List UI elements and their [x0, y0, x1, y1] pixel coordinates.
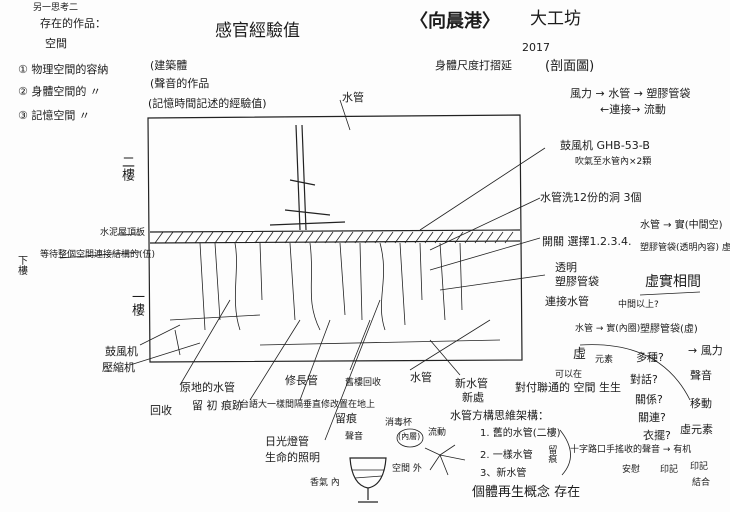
question-2: 對話? — [630, 373, 658, 386]
compressor-1: 鼓風机 — [105, 345, 138, 358]
roof-hatch — [154, 231, 514, 244]
void-arrow — [579, 344, 691, 401]
holes-label: 水管洗12份的洞 3個 — [540, 191, 642, 204]
glass-icon — [349, 457, 387, 503]
structure-item-1: 1. 舊的水管(二樓) — [480, 428, 561, 439]
element-1: 元素 — [595, 355, 614, 365]
dialog-space: 對付聯通的 空間 生生 — [515, 381, 621, 394]
switch-label: 開關 選擇1.2.3.4. — [542, 235, 632, 248]
question-3: 關係? — [635, 393, 663, 406]
lamp-life: 生命的照明 — [265, 451, 320, 464]
connect-pipe: 連接水管 — [545, 295, 589, 308]
crossroad: 十字路口手搖收的聲音 → 有机 — [570, 445, 692, 455]
structure-title: 水管方構思維架構： — [450, 409, 549, 422]
floor-2-label: 二樓 — [118, 155, 134, 181]
question-4: 關連? — [638, 411, 666, 424]
roof-slab — [149, 229, 521, 244]
clear-bag-1: 透明 — [555, 261, 577, 274]
structure-mark: 留痕 — [546, 445, 557, 463]
space-1-desc: (建築體 — [150, 59, 188, 72]
new-place: 新處 — [462, 391, 484, 404]
void-solid: 虛實相間 — [645, 274, 701, 290]
recycle-label: 回收 — [150, 404, 172, 417]
space-2-desc: (聲音的作品 — [150, 77, 210, 90]
space-3: ③ 記憶空間 〃 — [18, 109, 90, 122]
clear-bag-2: 塑膠管袋 — [555, 275, 599, 288]
structure-item-3: 3、新水管 — [480, 468, 527, 479]
note-3: 空間 — [45, 37, 67, 50]
bag-void2: 塑膠管袋(虛) — [640, 324, 698, 335]
main-title: 感官經驗值 — [215, 21, 300, 41]
bag-void: 塑膠管袋(透明內容) 虛 — [640, 243, 730, 253]
water-pipe-top: 水管 — [342, 91, 364, 104]
pipe-inner: 水管 → 實(內圈) — [575, 324, 641, 334]
long-pipe: 修長管 — [285, 374, 318, 387]
structure-item-2: 2. 一樣水管 — [480, 450, 533, 461]
compressor-2: 壓縮机 — [102, 361, 135, 374]
roof-label: 水泥屋頂板 — [100, 228, 146, 238]
flow-label: 流動 — [428, 428, 447, 438]
downstairs-label: 下樓 — [15, 255, 27, 275]
lamp-desc: 台語大一樣間隔垂直修改置在地上 — [240, 400, 376, 410]
space-1: ① 物理空間的容納 — [18, 63, 109, 76]
pipe-label: 水管 — [410, 371, 432, 384]
imprint-2: 印記 — [690, 462, 709, 472]
glass-cup: 消毒杯 — [385, 418, 413, 428]
middle-q: 中間以上? — [618, 300, 659, 310]
space-3-desc: (記憶時間記述的經驗值) — [148, 97, 267, 110]
flow-line-2: ←連接→ 流動 — [600, 103, 666, 116]
concept: 個體再生概念 存在 — [472, 485, 581, 500]
space-2: ② 身體空間的 〃 — [18, 85, 101, 98]
combine: 結合 — [692, 478, 711, 488]
scale-note: 身體尺度打摺延 — [435, 59, 512, 72]
new-pipe: 新水管 — [455, 377, 488, 390]
floor-1-label: 一樓 — [128, 290, 144, 316]
recycled-old: 舊樓回收 — [345, 378, 382, 388]
lamp-label: 日光燈管 — [265, 435, 309, 448]
imprint-1: 印記 — [660, 465, 679, 475]
can-be: 可以在 — [555, 370, 583, 380]
orig-pipe: 原地的水管 — [180, 381, 235, 394]
leader-lines — [59, 99, 546, 441]
glass-space: 空間 外 — [392, 464, 422, 474]
wait-label: 等待整個空間連接結構的(伍) — [40, 250, 156, 260]
blower-desc: 吹氣至水管內×2顆 — [575, 157, 652, 167]
move-label: 移動 — [690, 397, 712, 410]
comfort: 安慰 — [622, 465, 641, 475]
glass-sound: 聲音 — [345, 432, 364, 442]
venue: 大工坊 — [530, 9, 581, 29]
vertical-pipe — [269, 124, 346, 231]
bracket — [559, 429, 571, 476]
flow-line-1: 風力 → 水管 → 塑膠管袋 — [570, 87, 691, 100]
orig-mark: 留 初 痕跡 — [192, 399, 243, 412]
glass-fill — [352, 469, 384, 479]
glass-inner: (內層) — [398, 432, 421, 441]
hanging-pipes — [169, 242, 501, 356]
wind-label: → 風力 — [688, 344, 723, 357]
flow-arrows — [424, 444, 466, 476]
note-2: 存在的作品： — [40, 17, 106, 30]
glass-scent: 香氣 內 — [310, 478, 340, 488]
question-1: 多種? — [636, 351, 664, 364]
building-frame — [147, 114, 523, 363]
work-title: 〈向晨港〉 — [410, 11, 500, 32]
blower-label: 鼓風机 GHB-53-B — [560, 139, 650, 152]
sound-label: 聲音 — [690, 369, 712, 382]
cup-circle — [396, 428, 424, 448]
underline — [639, 291, 701, 296]
question-5: 衣擺? — [643, 429, 671, 442]
pipe-solid: 水管 → 實(中間空) — [640, 220, 723, 231]
note-1: 另一思考二 — [33, 3, 79, 13]
year: 2017 — [522, 41, 550, 54]
void-1: 虛 — [573, 347, 587, 362]
void-element: 虛元素 — [680, 423, 713, 436]
section-label: (剖面圖) — [545, 59, 595, 74]
trace-label: 留痕 — [335, 412, 357, 425]
